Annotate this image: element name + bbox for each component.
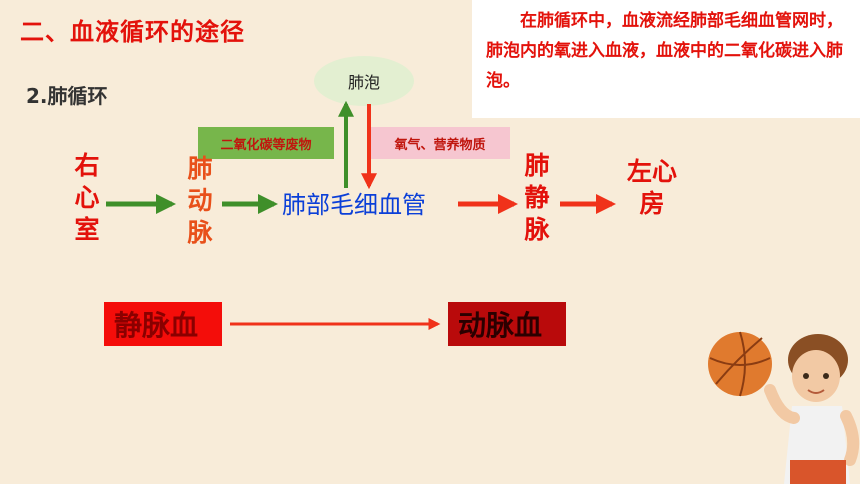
venous-blood-box: 静脉血 [104,302,222,346]
arterial-blood-box: 动脉血 [448,302,566,346]
oxygen-label: 氧气、营养物质 [370,127,510,159]
capillary-label: 肺部毛细血管 [282,191,426,219]
pulmonary-vein-label: 肺 静 脉 [524,151,550,244]
pulmonary-artery-label: 肺 动 脉 [187,154,213,247]
explanation-note: 在肺循环中，血液流经肺部毛细血管网时，肺泡内的氧进入血液，血液中的二氧化碳进入肺… [472,0,860,118]
page-title: 二、血液循环的途径 [20,18,245,46]
left-atrium-label: 左心 房 [626,157,678,218]
section-subtitle: 2.肺循环 [26,84,108,108]
boy-basketball-illustration [708,331,860,484]
alveolus-bubble: 肺泡 [314,56,414,106]
right-ventricle-label: 右 心 室 [74,151,100,244]
waste-label: 二氧化碳等废物 [198,127,334,159]
